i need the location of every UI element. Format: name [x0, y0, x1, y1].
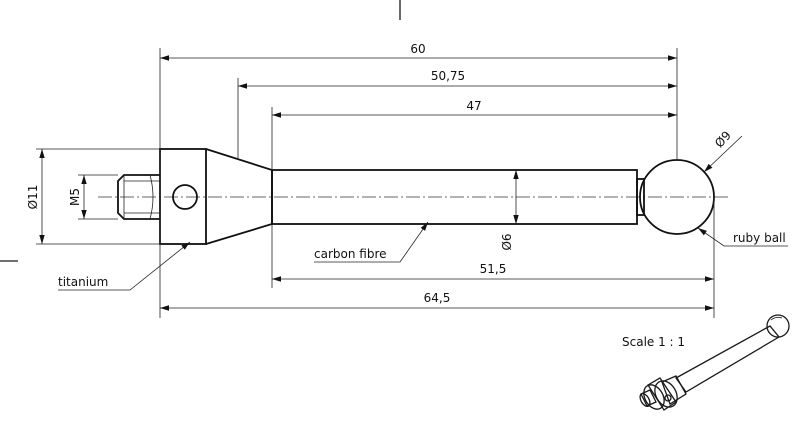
dim-overall-length: 60 — [410, 42, 425, 56]
tapered-section — [205, 148, 273, 245]
dim-length-2: 50,75 — [431, 69, 465, 83]
label-scale: Scale 1 : 1 — [622, 335, 685, 349]
isometric-preview — [639, 314, 790, 411]
dim-total-length: 64,5 — [424, 291, 451, 305]
label-titanium: titanium — [58, 275, 108, 289]
label-ruby-ball: ruby ball — [733, 231, 786, 245]
titanium-body — [159, 148, 273, 245]
dim-thread: M5 — [68, 188, 82, 206]
dim-length-3: 47 — [466, 99, 481, 113]
dim-length-4: 51,5 — [480, 262, 507, 276]
dim-line-d9 — [703, 135, 743, 173]
cross-hole — [172, 184, 198, 210]
dim-body-diameter: Ø11 — [26, 185, 40, 210]
carbon-stem — [271, 169, 645, 225]
labels: carbon fibre titanium ruby ball Scale 1 … — [58, 221, 788, 349]
label-carbon-fibre: carbon fibre — [314, 247, 387, 261]
stylus-part — [98, 148, 730, 245]
thread-m5 — [117, 174, 160, 220]
dim-stem-diameter: Ø6 — [500, 233, 514, 250]
dimensions: 60 50,75 47 Ø11 M5 Ø6 Ø9 51,5 64,5 — [26, 42, 743, 318]
